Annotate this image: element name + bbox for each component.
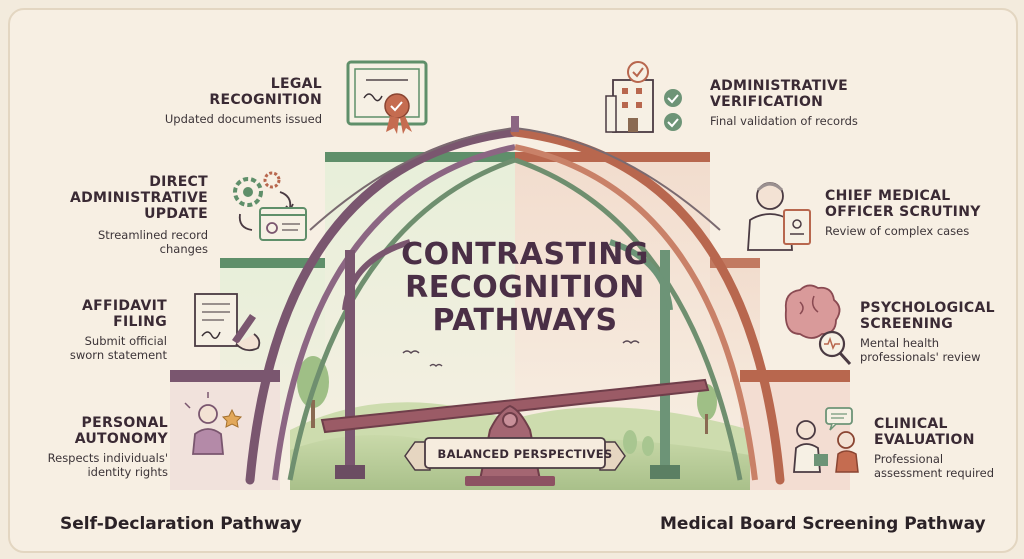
step-desc: Final validation of records (710, 114, 858, 128)
left-pathway-label: Self-Declaration Pathway (60, 514, 302, 534)
diagram-title: CONTRASTING RECOGNITION PATHWAYS (400, 238, 650, 337)
step-title: AUTONOMY (74, 431, 168, 447)
title-line: RECOGNITION (405, 270, 645, 305)
step-clinical-evaluation: CLINICAL EVALUATION Professional assessm… (874, 416, 1016, 480)
doctor-clipboard-icon (747, 182, 811, 251)
step-desc: sworn statement (69, 348, 167, 362)
bridge-scene (170, 60, 859, 490)
step-title: VERIFICATION (710, 94, 824, 110)
step-direct-administrative-update: DIRECT ADMINISTRATIVE UPDATE Streamlined… (18, 174, 208, 256)
gears-icon (233, 171, 307, 241)
step-title: AFFIDAVIT (82, 298, 167, 314)
bridge-arch (245, 116, 785, 485)
right-pathway-label: Medical Board Screening Pathway (660, 514, 986, 534)
step-desc: Submit official (84, 334, 167, 348)
step-title: ADMINISTRATIVE (710, 78, 849, 94)
document-pen-icon (194, 293, 261, 352)
certificate-icon (346, 60, 428, 134)
step-title: OFFICER SCRUTINY (825, 204, 981, 220)
step-desc: Respects individuals' (47, 451, 168, 465)
banner-label: BALANCED PERSPECTIVES (437, 447, 613, 461)
step-chief-medical-officer-scrutiny: CHIEF MEDICAL OFFICER SCRUTINY Review of… (825, 188, 1015, 238)
step-title: FILING (113, 314, 167, 330)
step-desc: Professional (874, 452, 944, 466)
diagram-frame: LEGAL RECOGNITION Updated documents issu… (8, 8, 1018, 553)
step-desc: professionals' review (860, 350, 981, 364)
step-desc: identity rights (87, 465, 168, 479)
step-administrative-verification: ADMINISTRATIVE VERIFICATION Final valida… (710, 78, 900, 128)
step-desc: Review of complex cases (825, 224, 970, 238)
building-check-icon (605, 61, 682, 133)
step-desc: changes (159, 242, 208, 256)
step-legal-recognition: LEGAL RECOGNITION Updated documents issu… (132, 76, 322, 126)
step-title: CLINICAL (874, 416, 948, 432)
banner-ribbon (404, 437, 626, 471)
step-title: CHIEF MEDICAL (825, 188, 951, 204)
step-psychological-screening: PSYCHOLOGICAL SCREENING Mental health pr… (860, 300, 1016, 364)
step-desc: Streamlined record (97, 228, 208, 242)
step-personal-autonomy: PERSONAL AUTONOMY Respects individuals' … (10, 415, 168, 479)
doctor-patient-icon (793, 407, 859, 473)
step-title: SCREENING (860, 316, 954, 332)
step-title: LEGAL (270, 76, 322, 92)
step-title: UPDATE (144, 206, 208, 222)
step-title: PERSONAL (81, 415, 168, 431)
title-line: PATHWAYS (432, 303, 618, 338)
step-title: DIRECT (149, 174, 208, 190)
person-star-icon (184, 392, 243, 455)
step-title: EVALUATION (874, 432, 975, 448)
step-title: ADMINISTRATIVE (69, 190, 208, 206)
step-desc: Updated documents issued (164, 112, 322, 126)
step-desc: Mental health (860, 336, 940, 350)
step-affidavit-filing: AFFIDAVIT FILING Submit official sworn s… (10, 298, 167, 362)
brain-magnifier-icon (784, 284, 852, 366)
step-desc: assessment required (874, 466, 995, 480)
title-line: CONTRASTING (401, 237, 649, 272)
step-title: RECOGNITION (209, 92, 322, 108)
step-title: PSYCHOLOGICAL (860, 300, 995, 316)
